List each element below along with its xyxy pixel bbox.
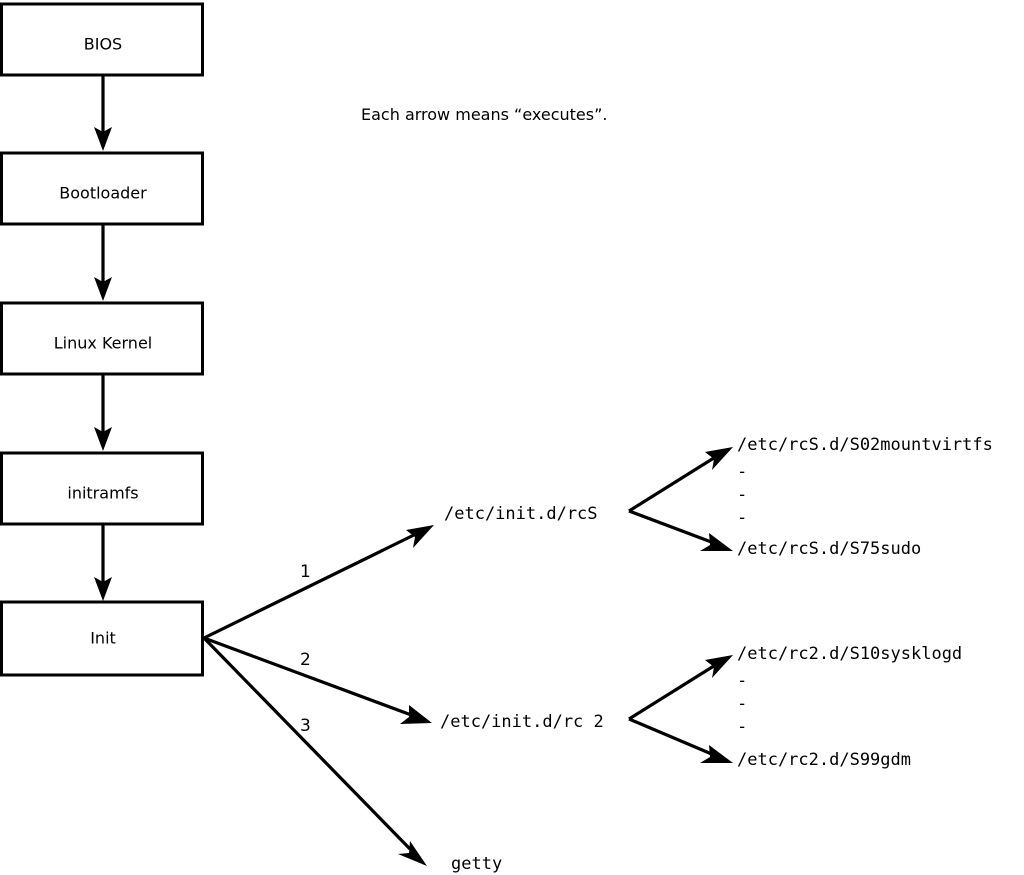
bios-box: [0, 2, 204, 77]
bios-label: BIOS: [84, 35, 122, 54]
arrow-bootloader-to-kernel: [94, 224, 112, 301]
arrowhead-down-icon: [94, 127, 112, 151]
arrowhead-icon: [700, 533, 733, 551]
arrowhead-icon: [705, 655, 733, 678]
linux-kernel-box: [0, 301, 204, 376]
arrowhead-down-icon: [94, 427, 112, 451]
arrowhead-down-icon: [94, 277, 112, 301]
rc2-script-ellipsis-2: -: [737, 694, 747, 714]
bootloader-box: [0, 151, 204, 226]
arrowhead-icon: [700, 745, 733, 763]
arrowhead-icon: [398, 841, 427, 866]
rcs-script-first: /etc/rcS.d/S02mountvirtfs: [737, 435, 993, 455]
branch-number-3: 3: [300, 716, 311, 736]
getty-target-label: getty: [451, 854, 502, 874]
arrow-rcs-to-last-script: [628, 509, 733, 551]
rc2-script-ellipsis-3: -: [737, 717, 747, 737]
node-bootloader: Bootloader: [0, 151, 204, 226]
rcs-script-ellipsis-1: -: [737, 462, 747, 482]
arrow-rcs-to-first-script: [628, 447, 733, 513]
rc2-target-label: /etc/init.d/rc 2: [440, 712, 604, 732]
arrow-init-to-getty: [202, 636, 427, 866]
init-label: Init: [90, 629, 116, 648]
arrow-rc2-to-last-script: [628, 717, 733, 763]
arrow-init-to-rc2: [203, 636, 432, 724]
arrow-init-to-rcs: [203, 525, 434, 640]
rc2-script-ellipsis-1: -: [737, 671, 747, 691]
bootloader-label: Bootloader: [59, 184, 147, 203]
arrowhead-icon: [705, 447, 733, 470]
branch-number-2: 2: [300, 650, 311, 670]
init-box: [0, 600, 204, 677]
branch-number-1: 1: [300, 562, 311, 582]
rcs-script-ellipsis-2: -: [737, 485, 747, 505]
initramfs-label: initramfs: [67, 484, 138, 503]
arrow-bios-to-bootloader: [94, 75, 112, 151]
node-init: Init: [0, 600, 204, 677]
legend-note: Each arrow means “executes”.: [361, 105, 607, 124]
rc2-script-first: /etc/rc2.d/S10sysklogd: [737, 644, 962, 664]
arrow-kernel-to-initramfs: [94, 374, 112, 451]
arrow-initramfs-to-init: [94, 524, 112, 601]
node-initramfs: initramfs: [0, 451, 204, 526]
node-linux-kernel: Linux Kernel: [0, 301, 204, 376]
rcs-script-ellipsis-3: -: [737, 508, 747, 528]
arrowhead-icon: [400, 705, 432, 724]
arrow-rc2-to-first-script: [628, 655, 733, 721]
rcs-target-label: /etc/init.d/rcS: [444, 504, 598, 524]
rcs-script-last: /etc/rcS.d/S75sudo: [737, 539, 921, 559]
rc2-script-last: /etc/rc2.d/S99gdm: [737, 750, 911, 770]
linux-kernel-label: Linux Kernel: [54, 334, 152, 353]
arrowhead-icon: [406, 525, 434, 548]
node-bios: BIOS: [0, 2, 204, 77]
arrowhead-down-icon: [94, 577, 112, 601]
